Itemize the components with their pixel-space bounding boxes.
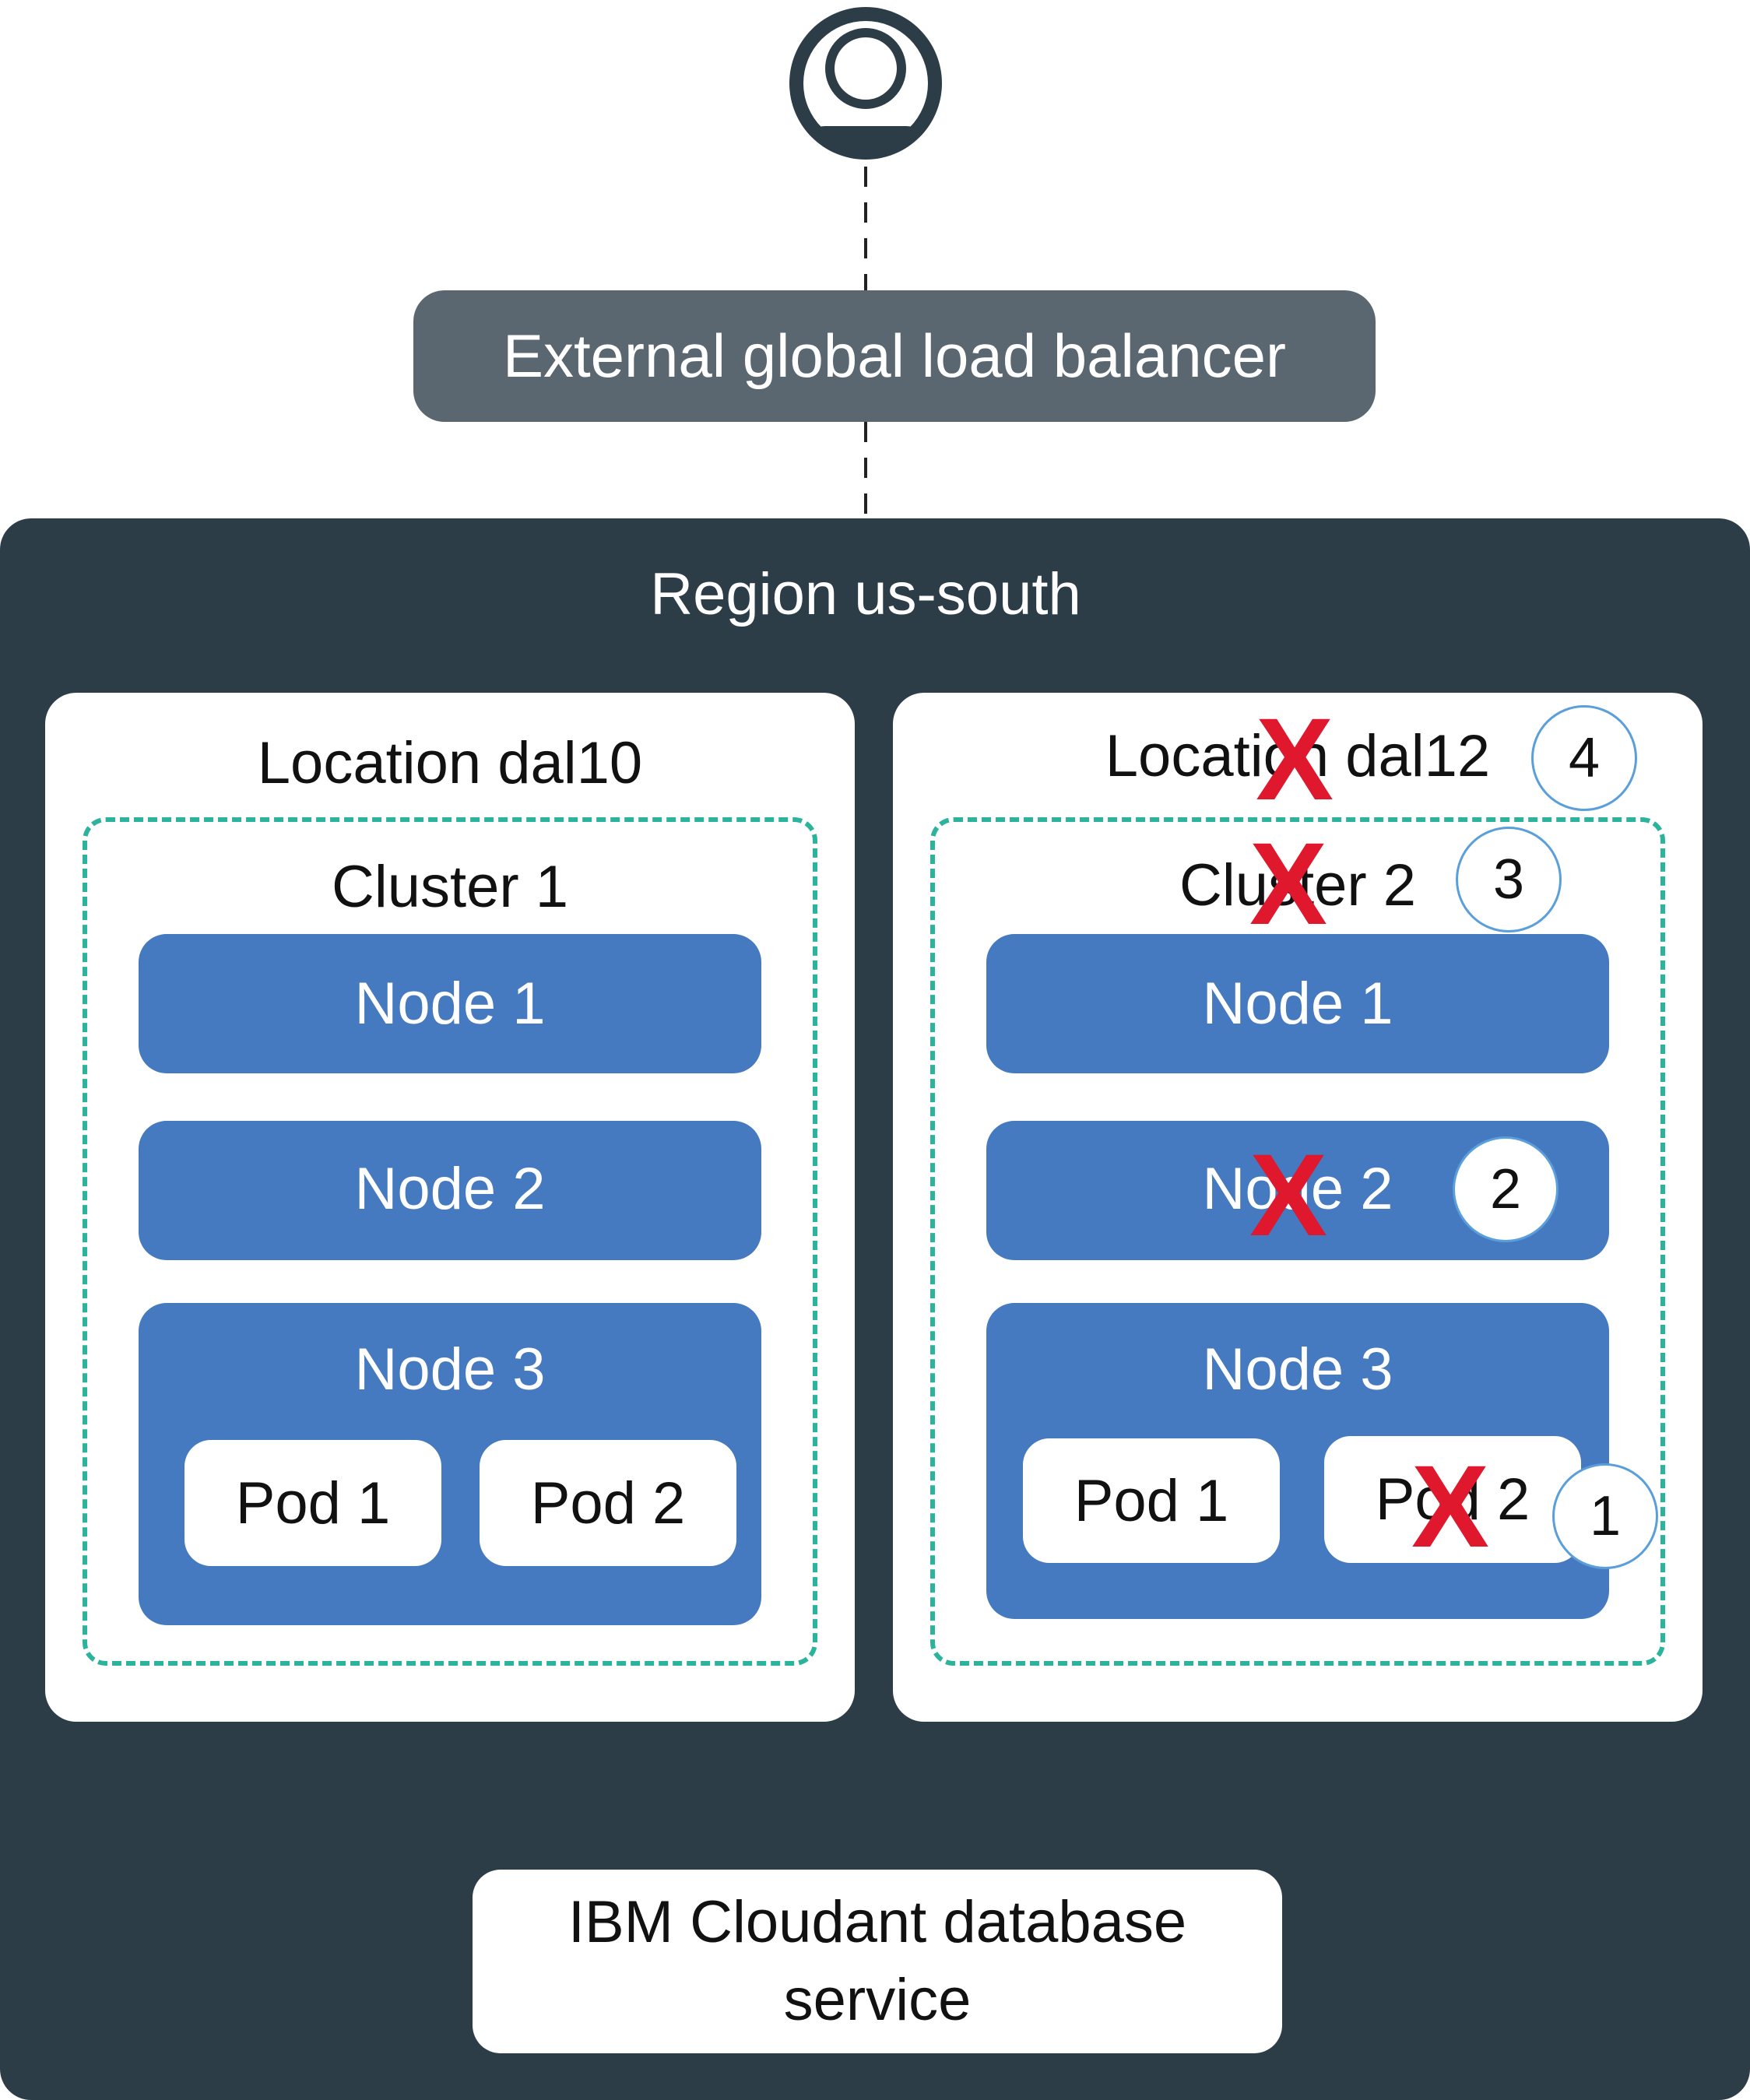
location-dal10-title: Location dal10 — [257, 730, 643, 796]
failure-marker-1: 1 — [1552, 1463, 1658, 1569]
dal10-pod-1: Pod 1 — [184, 1440, 441, 1566]
dal12-node-1-label: Node 1 — [1202, 971, 1393, 1037]
dal10-pod-2-label: Pod 2 — [530, 1470, 686, 1536]
location-failure-x-icon: X — [1255, 694, 1334, 824]
database-label-line1: IBM Cloudant database — [568, 1889, 1187, 1955]
cloudant-database: IBM Cloudant database service — [473, 1870, 1282, 2053]
pod-failure-x-icon: X — [1411, 1441, 1490, 1571]
dal10-pod-1-label: Pod 1 — [235, 1470, 391, 1536]
dal12-pod-1-label: Pod 1 — [1074, 1467, 1229, 1534]
dal10-node-2-label: Node 2 — [354, 1156, 546, 1222]
dal10-node-1-label: Node 1 — [354, 971, 546, 1037]
cluster-failure-x-icon: X — [1249, 818, 1328, 949]
dal12-pod-2: Pod 2 — [1324, 1436, 1581, 1563]
node-failure-x-icon: X — [1249, 1129, 1328, 1260]
dal12-node-2-label: Node 2 — [1202, 1156, 1393, 1222]
dal10-node-1 — [139, 934, 761, 1073]
dal10-pod-2: Pod 2 — [480, 1440, 736, 1566]
dal10-node-3-label: Node 3 — [354, 1336, 546, 1403]
cluster-2 — [930, 817, 1665, 1666]
cluster-1 — [83, 817, 817, 1666]
failure-marker-2: 2 — [1453, 1136, 1558, 1242]
dal12-pod-1: Pod 1 — [1023, 1438, 1280, 1563]
cluster-1-title: Cluster 1 — [331, 854, 569, 920]
external-load-balancer: External global load balancer — [413, 290, 1376, 422]
dal12-node-3-label: Node 3 — [1202, 1336, 1393, 1403]
load-balancer-label: External global load balancer — [502, 321, 1286, 390]
cluster-2-title: Cluster 2 — [1179, 852, 1417, 918]
location-dal12-title: Location dal12 — [1105, 723, 1491, 789]
dal12-node-1 — [986, 934, 1609, 1073]
user-icon — [789, 7, 942, 160]
dal12-pod-2-label: Pod 2 — [1375, 1466, 1530, 1533]
dal10-node-2 — [139, 1121, 761, 1260]
region-title: Region us-south — [650, 561, 1081, 627]
failure-marker-3: 3 — [1456, 827, 1562, 932]
database-label-line2: service — [783, 1967, 972, 2033]
failure-marker-4: 4 — [1531, 705, 1637, 811]
